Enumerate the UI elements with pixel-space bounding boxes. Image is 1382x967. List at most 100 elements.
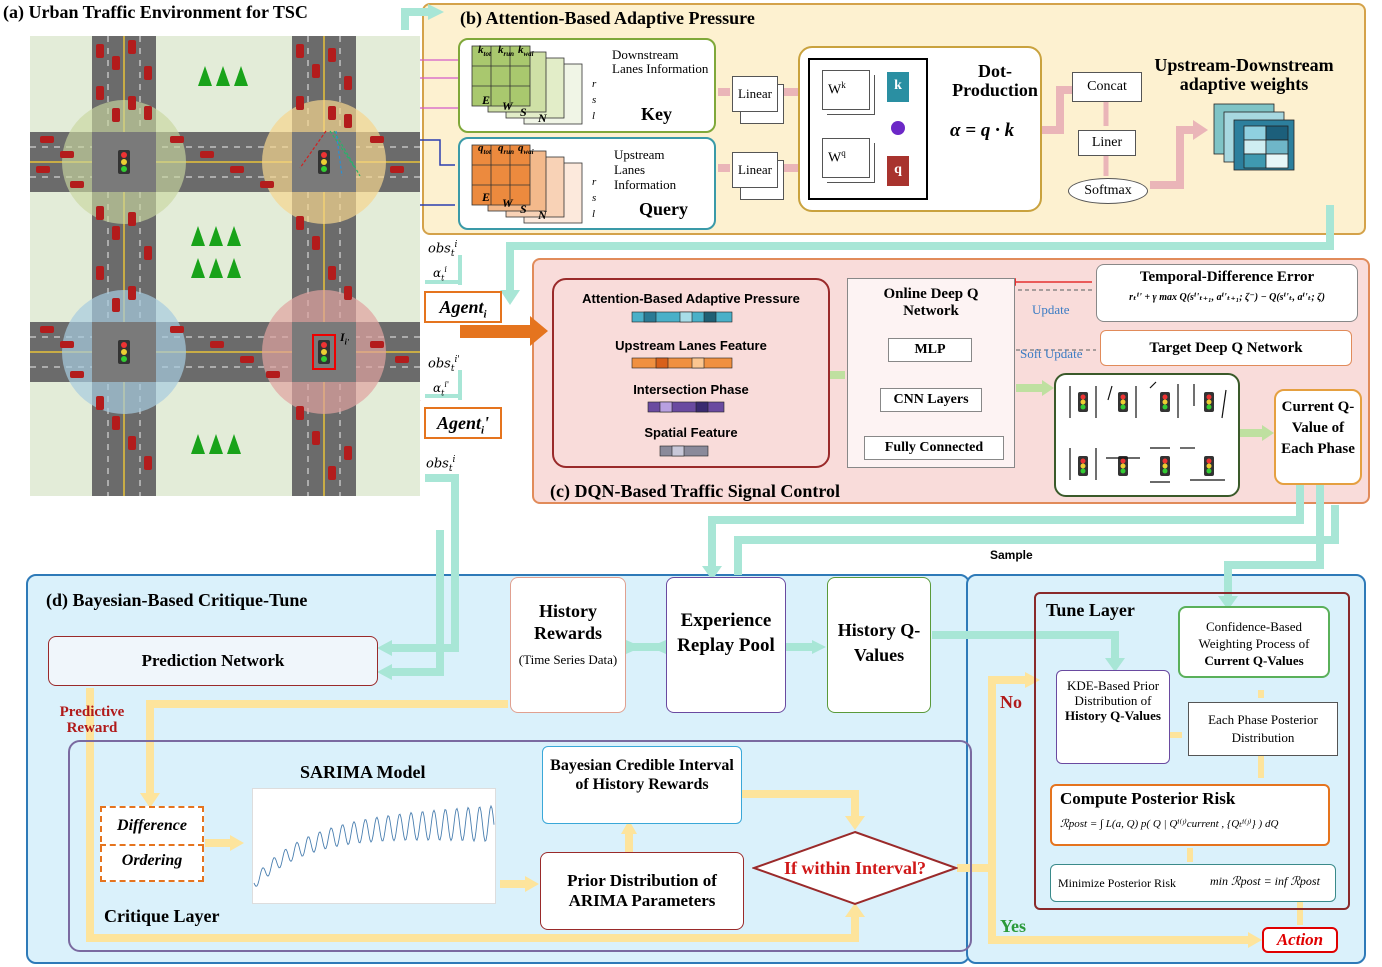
adaptive-weights-label: Upstream-Downstream adaptive weights [1154, 55, 1334, 94]
predictive-reward-label: Predictive Reward [59, 704, 125, 736]
if-within-label: If within Interval? [783, 858, 926, 878]
query-lane-s: s [592, 192, 597, 204]
key-dir-s: S [520, 105, 527, 119]
query-dir-w: W [502, 196, 513, 210]
linear-key: Linear [732, 76, 778, 112]
q-vector: q [887, 156, 909, 186]
panel-d-title: (d) Bayesian-Based Critique-Tune [46, 590, 308, 610]
key-dir-w: W [502, 99, 513, 113]
agent-i-box[interactable]: Agenti [424, 291, 502, 323]
wk-label: Wk [828, 80, 846, 98]
td-title: Temporal-Difference Error [1139, 269, 1315, 285]
if-within-diamond[interactable] [752, 830, 958, 906]
agent-i2-box[interactable]: Agenti' [424, 407, 502, 439]
no-label: No [1000, 692, 1022, 712]
dot-production-label: Dot-Production [952, 61, 1038, 100]
k-vector: k [887, 72, 909, 102]
panel-a-title: (a) Urban Traffic Environment for TSC [3, 2, 308, 22]
arrow-obs-to-prediction [390, 474, 459, 652]
history-rewards-label: History Rewards [534, 601, 602, 643]
wq-label: Wq [828, 148, 846, 166]
key-dir-n: N [538, 111, 547, 125]
ordering-label: Ordering [121, 852, 183, 869]
concat-box: Concat [1072, 72, 1142, 102]
key-lane-s: s [592, 94, 597, 106]
critique-layer-label: Critique Layer [104, 906, 220, 926]
kde-prior-box: KDE-Based Prior Distribution of History … [1056, 670, 1170, 764]
difference-label: Difference [117, 817, 187, 834]
intersection-label: Ii' [340, 330, 350, 347]
query-lane-l: l [592, 208, 596, 220]
dot-product-node [891, 121, 905, 135]
query-dir-e: E [482, 190, 491, 204]
obs-label-2: obsti' [428, 355, 460, 374]
arrow-yellow-loop [146, 700, 508, 795]
online-dqn-label: Online Deep Q Network [883, 286, 979, 319]
yes-label: Yes [1000, 916, 1026, 936]
minimize-formula: min ℛpost = inf ℛpost [1210, 874, 1320, 888]
key-col-1: ktot [478, 44, 491, 59]
softmax-ellipse: Softmax [1068, 178, 1148, 204]
compute-risk-label: Compute Posterior Risk [1060, 789, 1236, 808]
alpha-formula: α = q · k [950, 120, 1015, 141]
key-label: Key [641, 104, 672, 124]
arrow-agent-to-c [460, 316, 548, 346]
feature-phase: Intersection Phase [633, 382, 749, 397]
confidence-box: Confidence-Based Weighting Process of Cu… [1178, 606, 1330, 678]
current-q-box: Current Q-Value of Each Phase [1274, 389, 1362, 485]
key-lane-l: l [592, 110, 596, 122]
history-q-box: History Q-Values [827, 577, 931, 713]
mlp-box: MLP [888, 338, 972, 362]
fc-box: Fully Connected [864, 436, 1004, 460]
linear-query: Linear [732, 152, 778, 188]
upstream-info: Upstream Lanes Information [614, 147, 677, 192]
feature-vectors [631, 311, 733, 457]
risk-formula: ℛpost = ∫ L(a, Q) p( Q | Qⁱ⁽ʲ⁾current , … [1060, 818, 1279, 830]
traffic-map [30, 36, 420, 496]
query-tensor [471, 144, 583, 224]
arrow-weights-to-agent [506, 205, 1334, 292]
query-col-2: qrun [498, 142, 515, 157]
critique-box [68, 740, 972, 952]
sarima-curve [253, 804, 495, 887]
query-label: Query [639, 199, 688, 219]
weights-matrix [1213, 103, 1295, 171]
panel-c-title: (c) DQN-Based Traffic Signal Control [550, 481, 840, 501]
compute-risk-box [1050, 784, 1330, 846]
td-box [1096, 264, 1358, 322]
tune-layer-box [1034, 592, 1350, 910]
td-formula: rₜⁱ' + γ max Q(sⁱ'ₜ₊₁, aⁱ'ₜ₊₁; ζ⁻) − Q(s… [1129, 292, 1325, 303]
obs-label-3: obsti [426, 455, 456, 474]
query-dir-n: N [538, 208, 547, 222]
bayes-interval-box: Bayesian Credible Interval of History Re… [542, 746, 742, 824]
liner-box: Liner [1078, 130, 1136, 156]
feature-spatial: Spatial Feature [644, 425, 738, 440]
update-label: Update [1032, 302, 1070, 317]
alpha-label-1: αti [433, 265, 447, 283]
arrow-a-to-b [401, 8, 430, 30]
phase-posterior-box: Each Phase Posterior Distribution [1188, 702, 1338, 756]
prior-arima-box: Prior Distribution of ARIMA Parameters [540, 852, 744, 930]
query-dir-s: S [520, 202, 527, 216]
sample-label: Sample [990, 548, 1033, 562]
key-dir-e: E [482, 93, 491, 107]
minimize-label: Minimize Posterior Risk [1058, 876, 1176, 890]
alpha-label-2: αti' [433, 380, 450, 398]
soft-update-label: Soft Update [1020, 346, 1083, 361]
history-rewards-box [510, 577, 626, 713]
feature-upstream: Upstream Lanes Feature [615, 338, 767, 353]
downstream-info: Downstream Lanes Information [612, 47, 709, 76]
sarima-label: SARIMA Model [300, 762, 426, 782]
key-col-3: kwai [518, 44, 534, 59]
panel-b-title: (b) Attention-Based Adaptive Pressure [460, 8, 755, 28]
sarima-chart [252, 788, 496, 904]
feature-attention: Attention-Based Adaptive Pressure [582, 291, 800, 306]
obs-label-1: obsti [428, 240, 458, 259]
query-col-1: qtot [478, 142, 491, 157]
phase-icons [1069, 381, 1227, 483]
action-box[interactable]: Action [1262, 927, 1338, 953]
sarima-series [253, 804, 495, 887]
key-col-2: krun [498, 44, 515, 59]
features-box [552, 278, 830, 468]
